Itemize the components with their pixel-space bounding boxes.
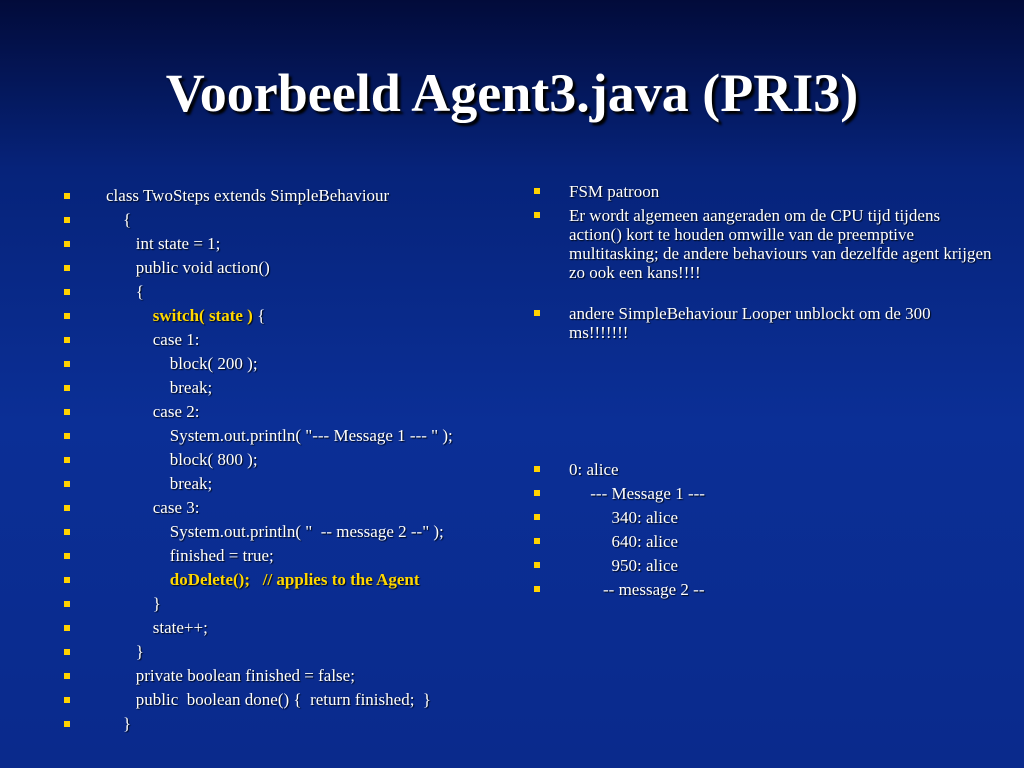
code-line: System.out.println( "--- Message 1 --- "…: [62, 424, 512, 448]
code-line: block( 200 );: [62, 352, 512, 376]
code-line: int state = 1;: [62, 232, 512, 256]
code-line: private boolean finished = false;: [62, 664, 512, 688]
output-line: 640: alice: [532, 532, 992, 551]
square-bullet-icon: [64, 289, 70, 295]
output-line: --- Message 1 ---: [532, 484, 992, 503]
square-bullet-icon: [534, 562, 540, 568]
square-bullet-icon: [64, 649, 70, 655]
code-line: break;: [62, 472, 512, 496]
square-bullet-icon: [64, 553, 70, 559]
switch-keyword: switch( state ): [152, 306, 253, 325]
code-line: {: [62, 208, 512, 232]
square-bullet-icon: [534, 212, 540, 218]
square-bullet-icon: [64, 625, 70, 631]
square-bullet-icon: [64, 433, 70, 439]
square-bullet-icon: [64, 313, 70, 319]
slide-title: Voorbeeld Agent3.java (PRI3): [165, 63, 859, 123]
notes-list: FSM patroon Er wordt algemeen aangeraden…: [532, 182, 992, 604]
code-line: break;: [62, 376, 512, 400]
code-line: case 1:: [62, 328, 512, 352]
code-line: {: [62, 280, 512, 304]
code-line: }: [62, 712, 512, 736]
output-line: 0: alice: [532, 460, 992, 479]
note-item: andere SimpleBehaviour Looper unblockt o…: [532, 304, 992, 342]
code-line: }: [62, 592, 512, 616]
code-line: class TwoSteps extends SimpleBehaviour: [62, 184, 512, 208]
delete-call: doDelete(); // applies to the Agent: [169, 570, 420, 589]
code-line-delete: doDelete(); // applies to the Agent: [62, 568, 512, 592]
square-bullet-icon: [64, 577, 70, 583]
code-line: }: [62, 640, 512, 664]
square-bullet-icon: [64, 265, 70, 271]
code-line-switch: switch( state ) {: [62, 304, 512, 328]
square-bullet-icon: [64, 193, 70, 199]
output-line: 340: alice: [532, 508, 992, 527]
output-line: -- message 2 --: [532, 580, 992, 599]
code-line: public boolean done() { return finished;…: [62, 688, 512, 712]
square-bullet-icon: [64, 505, 70, 511]
code-line: case 2:: [62, 400, 512, 424]
square-bullet-icon: [534, 538, 540, 544]
square-bullet-icon: [64, 601, 70, 607]
code-line: state++;: [62, 616, 512, 640]
square-bullet-icon: [64, 409, 70, 415]
code-line: block( 800 );: [62, 448, 512, 472]
code-listing: class TwoSteps extends SimpleBehaviour {…: [62, 184, 512, 736]
square-bullet-icon: [534, 466, 540, 472]
note-item: Er wordt algemeen aangeraden om de CPU t…: [532, 206, 992, 282]
code-line: public void action(): [62, 256, 512, 280]
code-line: System.out.println( " -- message 2 --" )…: [62, 520, 512, 544]
square-bullet-icon: [534, 490, 540, 496]
square-bullet-icon: [64, 697, 70, 703]
square-bullet-icon: [534, 310, 540, 316]
square-bullet-icon: [534, 586, 540, 592]
note-item: FSM patroon: [532, 182, 992, 201]
output-line: 950: alice: [532, 556, 992, 575]
square-bullet-icon: [64, 217, 70, 223]
square-bullet-icon: [64, 385, 70, 391]
square-bullet-icon: [64, 241, 70, 247]
code-line: finished = true;: [62, 544, 512, 568]
square-bullet-icon: [64, 457, 70, 463]
square-bullet-icon: [64, 481, 70, 487]
square-bullet-icon: [64, 673, 70, 679]
square-bullet-icon: [534, 188, 540, 194]
square-bullet-icon: [534, 514, 540, 520]
square-bullet-icon: [64, 529, 70, 535]
square-bullet-icon: [64, 337, 70, 343]
code-line: case 3:: [62, 496, 512, 520]
square-bullet-icon: [64, 721, 70, 727]
square-bullet-icon: [64, 361, 70, 367]
